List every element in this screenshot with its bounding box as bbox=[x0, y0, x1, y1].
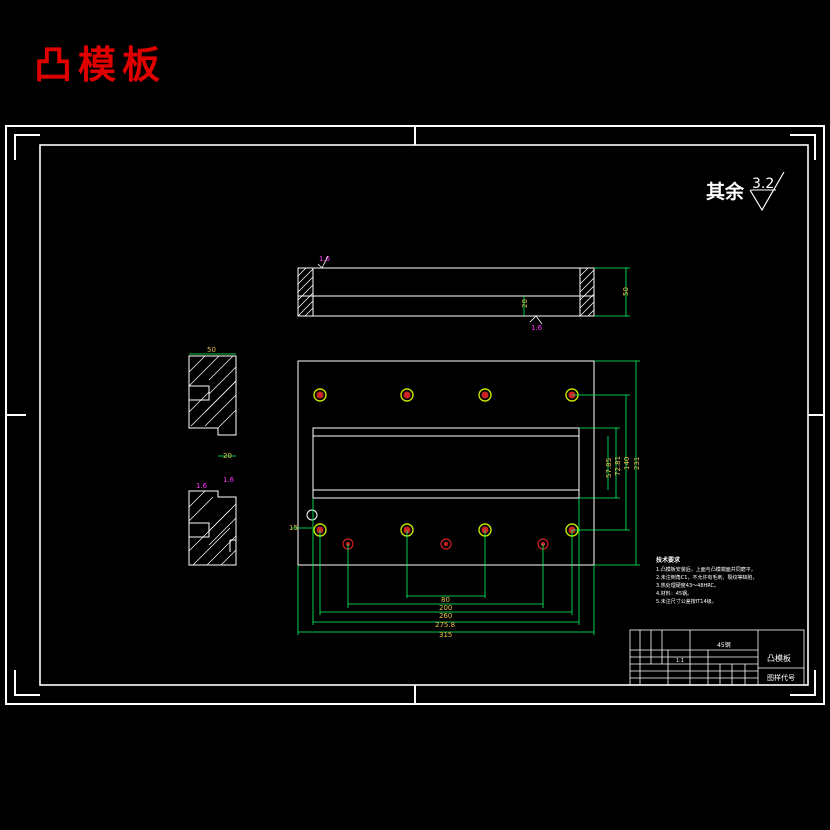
dim-b4: 275.8 bbox=[435, 621, 455, 629]
dim-h3: 140 bbox=[623, 457, 631, 470]
drawing-title: 凸模板 bbox=[34, 42, 167, 87]
tech-line-2: 2.未注倒角C1，不允许有毛刺、裂纹等缺陷， bbox=[656, 574, 757, 581]
dim-front-slot: 20 bbox=[521, 299, 529, 308]
dim-b3: 260 bbox=[439, 612, 452, 620]
tech-line-5: 5.未注尺寸公差按IT14级。 bbox=[656, 598, 717, 605]
dim-left-offset: 15 bbox=[289, 524, 298, 532]
dim-b2: 200 bbox=[439, 604, 452, 612]
title-block bbox=[629, 629, 805, 686]
title-block-drawing-no: 图样代号 bbox=[767, 673, 795, 682]
tech-heading: 技术要求 bbox=[656, 556, 681, 564]
pin-holes bbox=[342, 538, 549, 550]
roughness-value: 3.2 bbox=[752, 176, 774, 192]
tech-line-4: 4.材料：45钢。 bbox=[656, 590, 692, 597]
roughness-prefix: 其余 bbox=[706, 180, 745, 203]
dim-b1: 80 bbox=[441, 596, 450, 604]
dim-h2: 72.81 bbox=[614, 456, 622, 476]
title-block-material: 45钢 bbox=[717, 641, 731, 649]
plan-dimension-lines bbox=[292, 360, 640, 635]
plan-view bbox=[297, 360, 595, 566]
dim-h4: 231 bbox=[633, 457, 641, 470]
dim-side-slot: 20 bbox=[223, 452, 232, 460]
title-block-scale: 1:1 bbox=[676, 658, 684, 664]
roughness-mark-4: 1.6 bbox=[223, 476, 235, 484]
corner-marks bbox=[6, 126, 824, 704]
roughness-mark-2: 1.6 bbox=[531, 324, 543, 332]
dim-b5: 315 bbox=[439, 631, 452, 639]
bolt-holes bbox=[313, 388, 579, 537]
dim-front-height: 50 bbox=[622, 287, 630, 296]
title-block-part-name: 凸模板 bbox=[767, 653, 791, 663]
roughness-mark-3: 1.6 bbox=[196, 482, 208, 490]
roughness-mark-1: 1.6 bbox=[319, 255, 331, 263]
tech-line-1: 1.凸模板安装后，上面与凸模端面共同磨平， bbox=[656, 566, 756, 573]
outer-frame bbox=[5, 125, 825, 705]
side-view bbox=[188, 353, 237, 566]
tech-requirements: 技术要求 1.凸模板安装后，上面与凸模端面共同磨平， 2.未注倒角C1，不允许有… bbox=[656, 556, 757, 605]
front-view bbox=[297, 267, 630, 317]
dim-side-width: 50 bbox=[207, 346, 216, 354]
roughness-symbol bbox=[749, 171, 785, 212]
dim-h1: 57.85 bbox=[605, 458, 613, 478]
tech-line-3: 3.热处理硬度43～48HRC。 bbox=[656, 582, 719, 589]
